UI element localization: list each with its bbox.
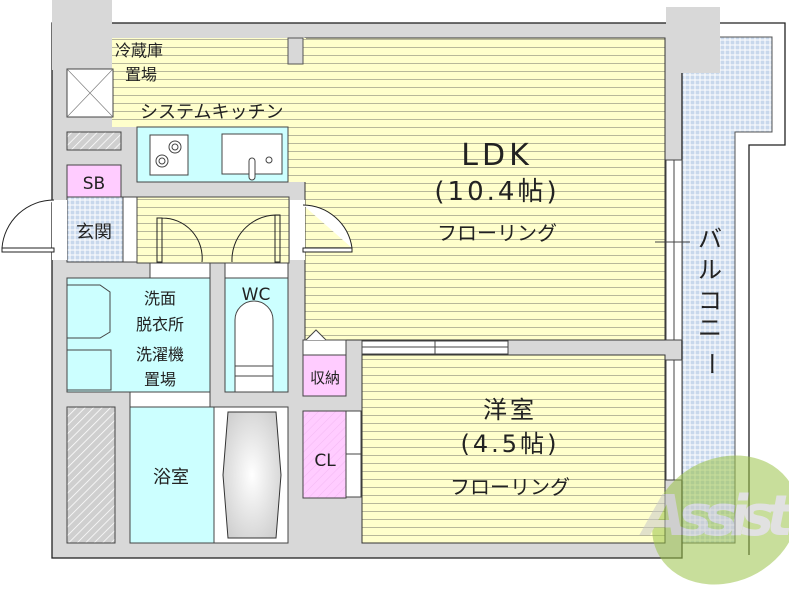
svg-text:ー: ー	[696, 352, 724, 376]
western-name: 洋室	[483, 396, 537, 424]
bathtub[interactable]	[222, 411, 282, 539]
hallway	[136, 196, 290, 264]
watermark-logo: Assist	[639, 455, 789, 585]
closet[interactable]	[302, 410, 347, 499]
wc-doorway	[224, 262, 289, 279]
svg-text:ニ: ニ	[698, 314, 722, 342]
ldk-size: (10.4帖)	[434, 177, 559, 207]
pillar-left	[52, 0, 112, 70]
stove	[149, 134, 189, 176]
ldk-door-opening	[290, 200, 305, 260]
burner-icon	[171, 143, 179, 151]
faucet-icon	[248, 157, 256, 181]
room-ldk	[304, 37, 666, 341]
shoe-box	[66, 164, 122, 198]
room-western	[361, 354, 666, 544]
storage[interactable]	[302, 354, 347, 397]
storage-door[interactable]	[302, 339, 347, 356]
entrance-door[interactable]	[1, 199, 55, 253]
burner-icon	[155, 154, 169, 168]
washroom-label: 洗面	[144, 289, 176, 308]
ldk-door[interactable]	[302, 204, 353, 253]
pillar-right	[666, 7, 720, 73]
storage-door-icon	[305, 329, 327, 341]
fridge-pillar	[287, 37, 304, 65]
entrance-label: 玄関	[76, 222, 112, 243]
hatched-shelf	[66, 131, 122, 151]
fridge-label: 置場	[125, 65, 157, 84]
closet-door[interactable]	[345, 410, 362, 455]
balcony-outline	[720, 22, 786, 555]
room-bath	[129, 406, 215, 544]
kitchen-label: システムキッチン	[140, 102, 283, 123]
wc-door[interactable]	[231, 214, 281, 263]
washroom-label: 脱衣所	[136, 315, 184, 334]
washroom-label: 洗濯機	[136, 345, 184, 364]
washbasin	[67, 284, 111, 339]
svg-text:ル: ル	[698, 256, 722, 284]
washroom-doorway	[149, 262, 211, 279]
washing-machine-pan	[66, 349, 112, 391]
burner-icon	[168, 140, 182, 154]
bathroom-doorway	[129, 391, 211, 408]
svg-text:コ: コ	[698, 287, 722, 315]
entrance-door-opening	[52, 200, 67, 260]
balcony-label: バ ル コ ニ ー	[696, 225, 724, 376]
ldk-name: LDK	[461, 138, 533, 173]
hatched-shaft	[66, 406, 116, 544]
toilet-icon	[234, 300, 274, 393]
washroom-door[interactable]	[156, 217, 203, 263]
storage-label: 収納	[310, 369, 340, 387]
drain-icon	[265, 156, 273, 164]
entrance-floor	[66, 196, 124, 263]
western-floor: フローリング	[450, 475, 570, 499]
svg-text:Assist: Assist	[639, 484, 789, 549]
washroom-label: 置場	[144, 370, 176, 389]
fridge-label: 冷蔵庫	[115, 41, 163, 60]
ldk-floor: フローリング	[437, 221, 557, 245]
western-size: (4.5帖)	[461, 430, 560, 458]
kitchen-floor-side	[288, 127, 306, 182]
entrance-step	[122, 196, 138, 263]
burner-icon	[158, 157, 166, 165]
toilet-tank	[234, 365, 274, 377]
sb-label: SB	[83, 174, 105, 194]
svg-text:バ: バ	[698, 225, 722, 253]
wc-label: WC	[242, 285, 271, 305]
closet-label: CL	[314, 451, 336, 471]
kitchen-floor	[112, 38, 306, 127]
bath-label: 浴室	[153, 467, 189, 488]
closet-door[interactable]	[345, 453, 362, 498]
